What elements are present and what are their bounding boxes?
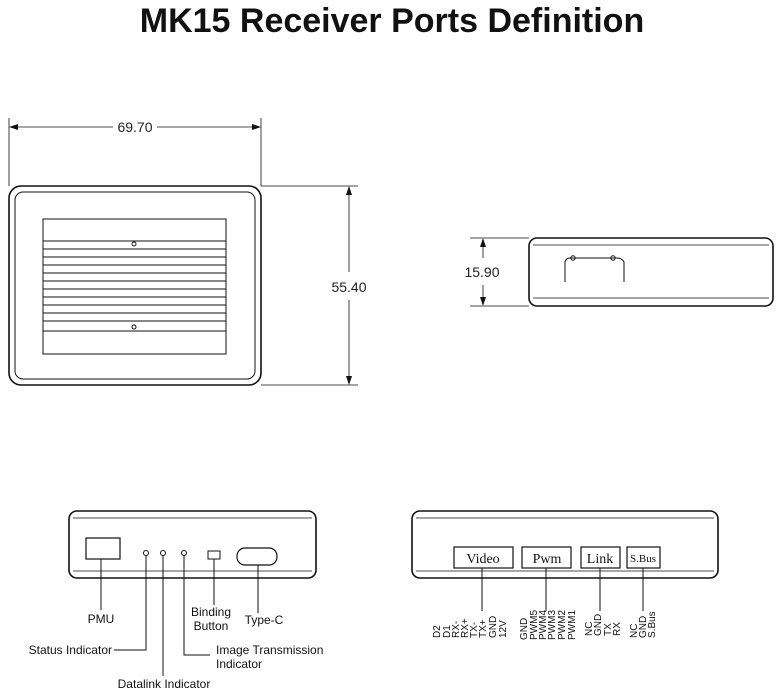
- front-leaders: [100, 556, 259, 676]
- pin-label: PWM4: [538, 610, 549, 640]
- pin-label: PWM2: [557, 610, 568, 640]
- pmu-label: PMU: [88, 612, 115, 626]
- width-dimension: [8, 118, 262, 186]
- pin-label: GND: [638, 616, 649, 638]
- binding-label-1: Binding: [191, 605, 231, 619]
- pin-label: 12V: [498, 620, 509, 638]
- binding-label-2: Button: [194, 619, 229, 633]
- type-c-port: [236, 547, 278, 566]
- cooling-vents: [42, 218, 227, 355]
- height-dimension: [261, 185, 358, 386]
- page-title: MK15 Receiver Ports Definition: [139, 2, 645, 40]
- pin-label: PWM5: [529, 610, 540, 640]
- side-view: [528, 237, 774, 307]
- pin-label: GND: [593, 614, 604, 636]
- link-pins: NC GND TX RX: [584, 614, 623, 636]
- pin-label: S.Bus: [647, 611, 658, 638]
- pin-label: NC: [629, 624, 640, 638]
- height-value: 55.40: [331, 279, 366, 295]
- pin-label: D1: [442, 625, 453, 638]
- video-port-label: Video: [466, 552, 499, 567]
- width-value: 69.70: [117, 119, 152, 135]
- link-port-label: Link: [587, 552, 613, 567]
- pin-label: GND: [519, 618, 530, 640]
- datalink-led: [160, 550, 166, 556]
- pin-label: TX-: [469, 622, 480, 638]
- sbus-pins: NC GND S.Bus: [629, 611, 658, 638]
- top-view: [8, 185, 262, 386]
- video-port: [453, 546, 514, 569]
- pin-label: PWM3: [547, 610, 558, 640]
- pin-label: RX: [612, 622, 623, 636]
- pin-label: RX-: [451, 621, 462, 638]
- depth-value: 15.90: [464, 264, 499, 280]
- sbus-port-label: S.Bus: [630, 553, 656, 565]
- pin-label: RX+: [460, 618, 471, 638]
- pin-label: D2: [432, 625, 443, 638]
- image-led: [181, 550, 187, 556]
- pin-label: GND: [488, 616, 499, 638]
- pin-label: NC: [584, 622, 595, 636]
- pin-label: TX+: [478, 619, 489, 638]
- pwm-pins: GND PWM5 PWM4 PWM3 PWM2 PWM1: [519, 610, 578, 640]
- status-indicator-label: Status Indicator: [29, 643, 112, 657]
- datalink-indicator-label: Datalink Indicator: [118, 677, 211, 688]
- back-leaders: [481, 568, 644, 611]
- image-indicator-label-2: Indicator: [216, 657, 262, 671]
- pmu-port: [85, 537, 121, 560]
- type-c-label: Type-C: [245, 613, 284, 627]
- image-indicator-label-1: Image Transmission: [216, 643, 323, 657]
- video-pins: D2 D1 RX- RX+ TX- TX+ GND 12V: [432, 616, 509, 638]
- pwm-port-label: Pwm: [533, 552, 562, 567]
- status-led: [143, 550, 149, 556]
- front-panel: [68, 510, 317, 579]
- pin-label: PWM1: [567, 610, 578, 640]
- back-panel: [411, 510, 719, 579]
- depth-dimension: [470, 237, 529, 307]
- pin-label: TX: [603, 623, 614, 636]
- binding-button: [207, 550, 221, 560]
